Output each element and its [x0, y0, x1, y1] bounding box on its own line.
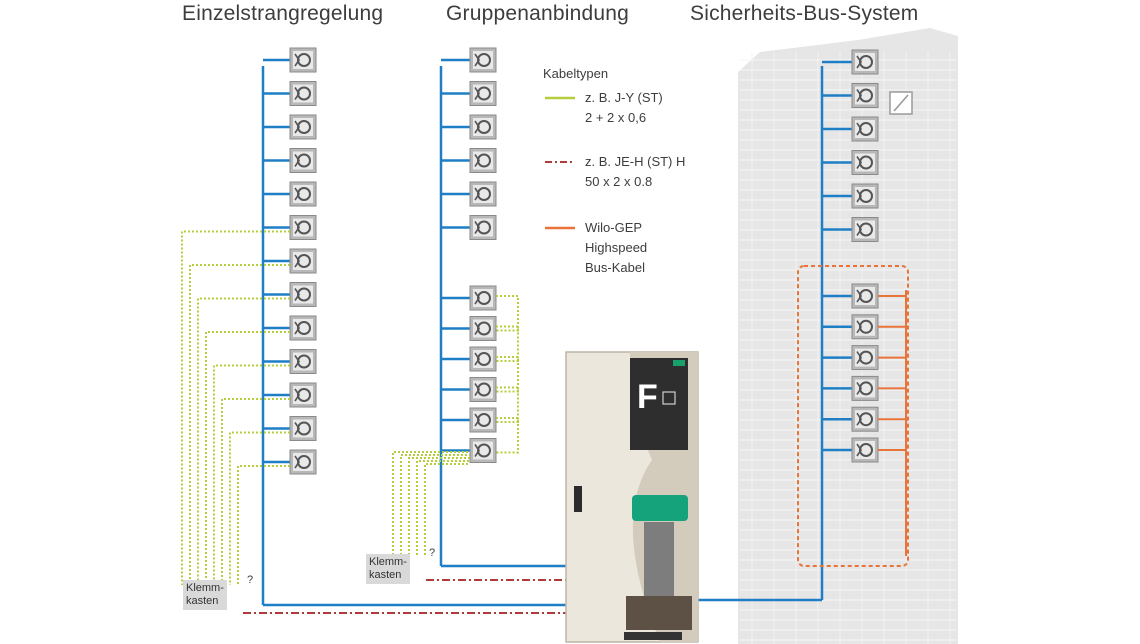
klemmkasten-left-mark: ? [247, 574, 254, 586]
fire-damper-sensor-icon [469, 438, 497, 463]
legend-item-1-line2: 2 + 2 x 0,6 [585, 110, 647, 125]
fire-damper-sensor-icon [851, 49, 879, 75]
pump-column [644, 522, 674, 596]
green-cable-individual [213, 364, 290, 585]
highspeed-bus-enclosure [797, 265, 909, 567]
fire-damper-sensor-icon [851, 150, 879, 175]
legend-item-3-line1: Wilo-GEP [585, 220, 643, 235]
pump-motor [632, 495, 688, 521]
fire-damper-sensor-icon [469, 407, 497, 433]
legend-item-label: Wilo-GEP Highspeed Bus-Kabel [585, 218, 647, 278]
fire-damper-sensor-icon [469, 377, 497, 402]
fire-damper-sensor-icon [289, 382, 317, 408]
fire-damper-sensor-icon [289, 282, 317, 307]
fire-damper-sensor-icon [469, 316, 497, 341]
fire-damper-sensor-icon [289, 315, 317, 341]
legend-item-label: z. B. JE-H (ST) H 50 x 2 x 0.8 [585, 152, 685, 192]
cabinet-status-led [673, 360, 685, 366]
fire-damper-sensor-icon [851, 314, 879, 340]
legend-item-label: z. B. J-Y (ST) 2 + 2 x 0,6 [585, 88, 663, 128]
heading-einzelstrangregelung: Einzelstrangregelung [182, 2, 384, 25]
fire-damper-sensor-icon [851, 116, 879, 142]
fire-damper-sensor-icon [289, 248, 317, 274]
bank-logo-slash [893, 94, 909, 112]
fire-damper-sensor-icon [469, 81, 497, 106]
green-cable-group-loop [496, 417, 519, 454]
legend-item-3-line3: Bus-Kabel [585, 260, 645, 275]
fire-damper-sensor-icon [851, 217, 879, 242]
fire-damper-sensor-icon [469, 346, 497, 372]
fire-damper-sensor-icon [851, 406, 879, 432]
klemmkasten-middle-line2: kasten [369, 569, 402, 581]
legend-title: Kabeltypen [543, 66, 609, 81]
heading-gruppenanbindung: Gruppenanbindung [446, 2, 630, 25]
klemmkasten-middle-line1: Klemm- [369, 556, 407, 568]
fire-damper-sensor-icon [289, 416, 317, 441]
green-cable-individual [221, 398, 290, 585]
green-cable-group-loop [496, 295, 519, 332]
fire-damper-sensor-icon [469, 148, 497, 173]
fire-damper-sensor-icon [851, 375, 879, 401]
fire-damper-sensor-icon [469, 215, 497, 240]
legend-item-3-line2: Highspeed [585, 240, 648, 255]
klemmkasten-middle-mark: ? [429, 547, 436, 559]
green-cable-group [408, 457, 470, 555]
fire-damper-sensor-icon [469, 114, 497, 140]
green-cable-individual [181, 230, 290, 585]
fire-damper-sensor-icon [289, 349, 317, 374]
fire-damper-sensor-icon [851, 437, 879, 463]
fire-damper-sensor-icon [851, 83, 879, 108]
legend-item-2-line2: 50 x 2 x 0.8 [585, 174, 653, 189]
green-cable-individual [229, 431, 290, 585]
fire-damper-sensor-icon [851, 283, 879, 309]
green-cable-group [424, 463, 470, 555]
green-cable-group [392, 451, 470, 555]
klemmkasten-middle: Klemm- kasten [366, 554, 410, 584]
cabinet-handle [574, 486, 582, 512]
fire-damper-sensor-icon [289, 114, 317, 140]
legend-item-2-line1: z. B. JE-H (ST) H [585, 154, 686, 169]
heading-sicherheits-bus-system: Sicherheits-Bus-System [690, 2, 919, 25]
green-cable-individual [205, 331, 290, 585]
green-cable-group-loop [496, 356, 519, 393]
cabinet-display-panel [630, 358, 688, 450]
green-cable-group [400, 454, 470, 555]
cabinet-letter: F [637, 378, 658, 416]
green-cable-group-loop [496, 325, 519, 362]
cabinet-knob-icon [662, 391, 676, 405]
pump-base [626, 596, 692, 630]
fire-damper-sensor-icon [289, 215, 317, 240]
fire-damper-sensor-icon [289, 181, 317, 207]
green-cable-group [416, 460, 470, 555]
green-cable-group-loop [496, 386, 519, 423]
klemmkasten-left-line1: Klemm- [186, 582, 224, 594]
cabinet-foot-label [624, 632, 682, 640]
fire-damper-sensor-icon [469, 181, 497, 207]
legend-item-1-line1: z. B. J-Y (ST) [585, 90, 663, 105]
fire-damper-sensor-icon [851, 183, 879, 209]
fire-damper-sensor-icon [469, 285, 497, 311]
fire-damper-sensor-icon [851, 345, 879, 371]
green-cable-individual [197, 297, 290, 585]
klemmkasten-left-line2: kasten [186, 595, 219, 607]
green-cable-individual [237, 465, 290, 585]
fire-damper-sensor-icon [289, 449, 317, 475]
klemmkasten-left: Klemm- kasten [183, 580, 227, 610]
fire-damper-sensor-icon [289, 47, 317, 73]
green-cable-individual [189, 264, 290, 585]
fire-damper-sensor-icon [469, 47, 497, 73]
fire-damper-sensor-icon [289, 81, 317, 106]
fire-damper-sensor-icon [289, 148, 317, 173]
